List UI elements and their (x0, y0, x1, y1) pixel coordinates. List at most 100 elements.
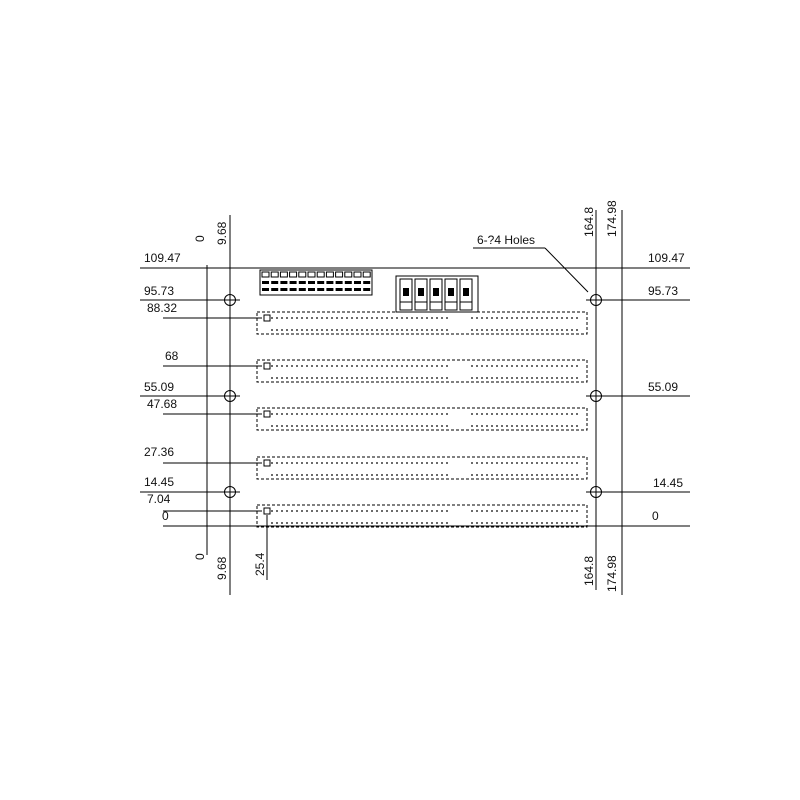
pin-dot (296, 377, 298, 379)
pin-dot (546, 462, 548, 464)
pin-dot (401, 522, 403, 524)
callout-leader (544, 247, 589, 293)
pin-dot (371, 474, 373, 476)
pin-dot (306, 425, 308, 427)
pin-dot (406, 413, 408, 415)
pin-dot (336, 365, 338, 367)
terminal-pin (262, 281, 269, 284)
pin-dot (336, 413, 338, 415)
pin-dot (381, 462, 383, 464)
pin-dot (516, 413, 518, 415)
pin-dot (346, 317, 348, 319)
pin-dot (446, 474, 448, 476)
pin-dot (541, 377, 543, 379)
pin-dot (551, 377, 553, 379)
terminal-pin (316, 271, 325, 278)
terminal-pin (344, 271, 353, 278)
pin-dot (576, 474, 578, 476)
pin-dot (381, 425, 383, 427)
pin-dot (286, 474, 288, 476)
pin-dot (501, 317, 503, 319)
pin-dot (541, 329, 543, 331)
pin-dot (506, 522, 508, 524)
pin-dot (516, 329, 518, 331)
pin-dot (536, 510, 538, 512)
pin-dot (421, 377, 423, 379)
pin-dot (406, 329, 408, 331)
pin-dot (431, 377, 433, 379)
pin-dot (436, 462, 438, 464)
pin-dot (391, 317, 393, 319)
pin-dot (576, 522, 578, 524)
pin-dot (511, 413, 513, 415)
pin-dot (516, 425, 518, 427)
terminal-pin (307, 271, 316, 278)
pin-dot (481, 365, 483, 367)
pin-dot (286, 317, 288, 319)
pin-dot (431, 462, 433, 464)
pin-dot (276, 377, 278, 379)
left-label: 14.45 (144, 475, 174, 489)
pin-dot (351, 462, 353, 464)
pin-dot (376, 329, 378, 331)
pin-dot (506, 462, 508, 464)
pin-dot (471, 329, 473, 331)
pin-dot (391, 365, 393, 367)
pin-dot (271, 365, 273, 367)
pin-dot (276, 522, 278, 524)
pin-dot (326, 462, 328, 464)
pin-dot (321, 329, 323, 331)
pin-dot (346, 462, 348, 464)
pin-dot (556, 365, 558, 367)
slot-key-icon (263, 362, 271, 370)
slot-key-icon (263, 314, 271, 322)
terminal-pin (344, 281, 352, 284)
pin-dot (301, 413, 303, 415)
pin-dot (561, 413, 563, 415)
pin-dot (441, 317, 443, 319)
pin-dot (366, 317, 368, 319)
pin-dot (331, 474, 333, 476)
pin-dot (411, 365, 413, 367)
pin-dot (316, 413, 318, 415)
pin-dot (376, 365, 378, 367)
pin-dot (356, 425, 358, 427)
pin-dot (561, 317, 563, 319)
pin-dot (426, 510, 428, 512)
pin-dot (401, 377, 403, 379)
pin-dot (516, 365, 518, 367)
pin-dot (566, 413, 568, 415)
pin-dot (291, 425, 293, 427)
pin-dot (531, 365, 533, 367)
pin-dot (271, 474, 273, 476)
pin-dot (496, 425, 498, 427)
pin-dot (336, 510, 338, 512)
pin-dot (286, 329, 288, 331)
pin-dot (496, 317, 498, 319)
slot-key-icon (263, 459, 271, 467)
terminal-pin (363, 281, 371, 284)
pin-dot (361, 329, 363, 331)
connector-pin (429, 278, 443, 311)
pin-dot (511, 510, 513, 512)
right-label: 109.47 (648, 251, 685, 265)
pin-dot (551, 317, 553, 319)
pin-dot (551, 474, 553, 476)
pin-dot (366, 329, 368, 331)
pin-dot (346, 377, 348, 379)
pin-dot (286, 377, 288, 379)
terminal-pin (317, 288, 325, 291)
left-label: 109.47 (144, 251, 181, 265)
pin-dot (496, 510, 498, 512)
left-label: 7.04 (147, 492, 171, 506)
pin-dot (526, 377, 528, 379)
pin-dot (561, 474, 563, 476)
pin-dot (381, 317, 383, 319)
pin-dot (341, 474, 343, 476)
pin-dot (301, 317, 303, 319)
connector-pin (459, 278, 473, 311)
pin-dot (476, 413, 478, 415)
terminal-pin (270, 271, 279, 278)
pin-dot (401, 317, 403, 319)
pin-dot (336, 462, 338, 464)
